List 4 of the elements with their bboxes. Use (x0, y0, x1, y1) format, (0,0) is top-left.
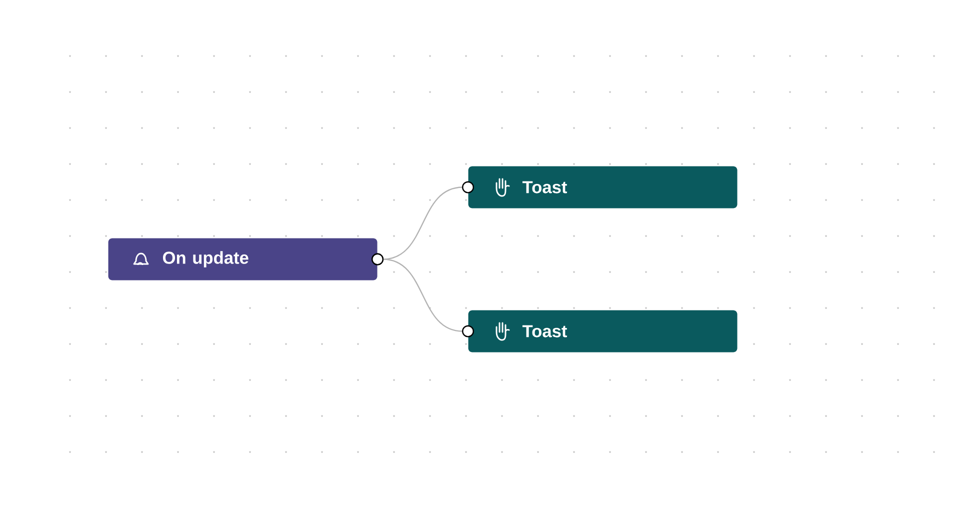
process-box: Toast (468, 166, 738, 208)
process-box: Toast (468, 310, 738, 352)
connector (372, 253, 474, 338)
process-box: On update (108, 238, 378, 280)
